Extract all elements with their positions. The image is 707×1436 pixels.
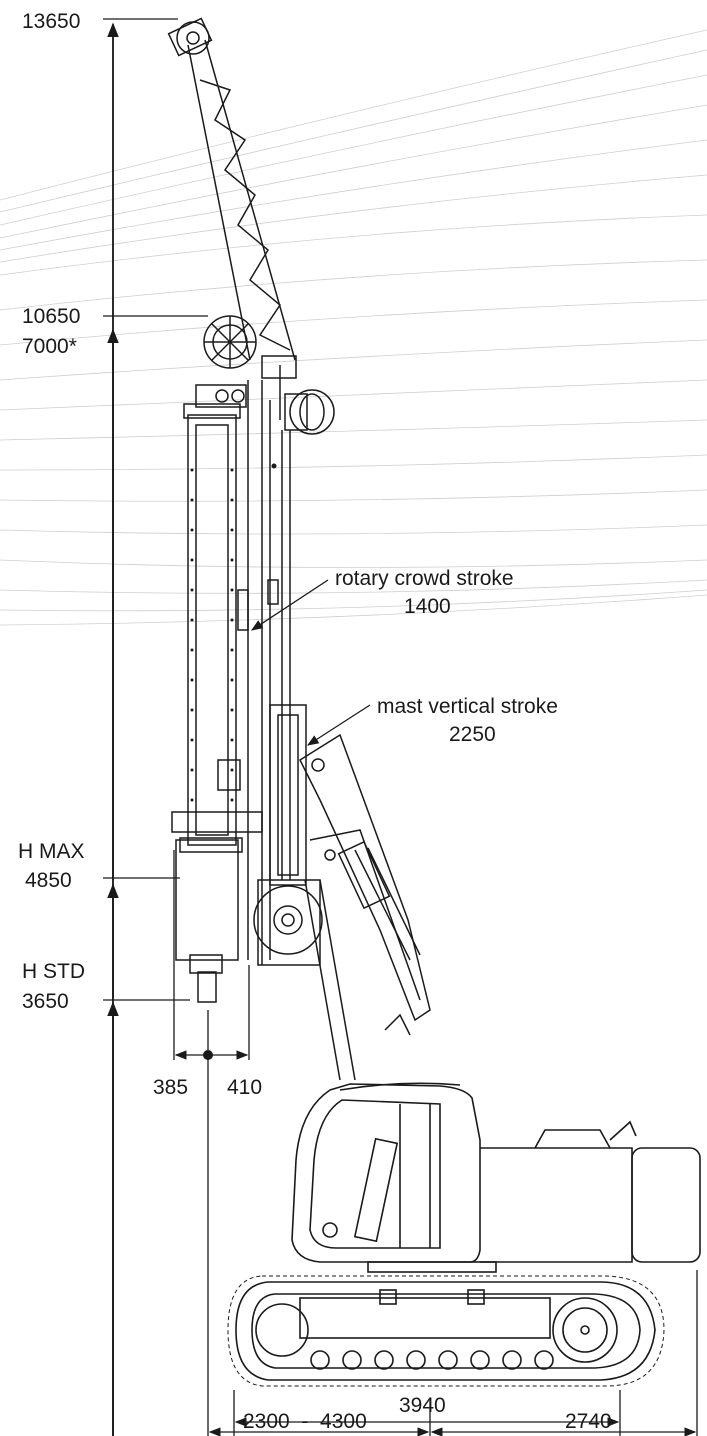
- h-max-value: 4850: [25, 869, 72, 892]
- kelly-bar-perforations: [190, 463, 277, 802]
- track-shoes: [227, 1275, 665, 1387]
- rotary-crowd-stroke-value: 1400: [404, 595, 451, 618]
- mast-vertical-stroke-value: 2250: [449, 723, 496, 746]
- tail-length-label: 2740: [565, 1410, 612, 1433]
- offset-right-label: 410: [227, 1076, 262, 1099]
- height-13650-label: 13650: [22, 10, 80, 33]
- h-std-value: 3650: [22, 990, 69, 1013]
- working-radius-label: 2300 - 4300: [243, 1410, 367, 1433]
- rotary-crowd-stroke-label: rotary crowd stroke: [335, 567, 514, 590]
- height-7000-label: 7000*: [22, 335, 77, 358]
- extension-lines: [103, 18, 208, 1001]
- offset-dimension: [173, 850, 250, 1436]
- boom-arm: [299, 733, 431, 1081]
- track-length-label: 3940: [399, 1394, 446, 1417]
- background-guide-lines: [0, 29, 707, 626]
- offset-left-label: 385: [153, 1076, 188, 1099]
- stroke-leaders: [251, 579, 371, 746]
- operator-cab: [291, 1083, 481, 1263]
- mast-assembly: [167, 17, 335, 1003]
- h-std-label: H STD: [22, 960, 85, 983]
- crawler-tracks: [235, 1281, 656, 1381]
- height-10650-label: 10650: [22, 305, 80, 328]
- upper-house: [291, 1082, 701, 1273]
- base-dimensions: [208, 1270, 698, 1436]
- tool-axis-marker: [203, 1050, 213, 1060]
- h-max-label: H MAX: [18, 840, 85, 863]
- mast-vertical-stroke-label: mast vertical stroke: [377, 695, 558, 718]
